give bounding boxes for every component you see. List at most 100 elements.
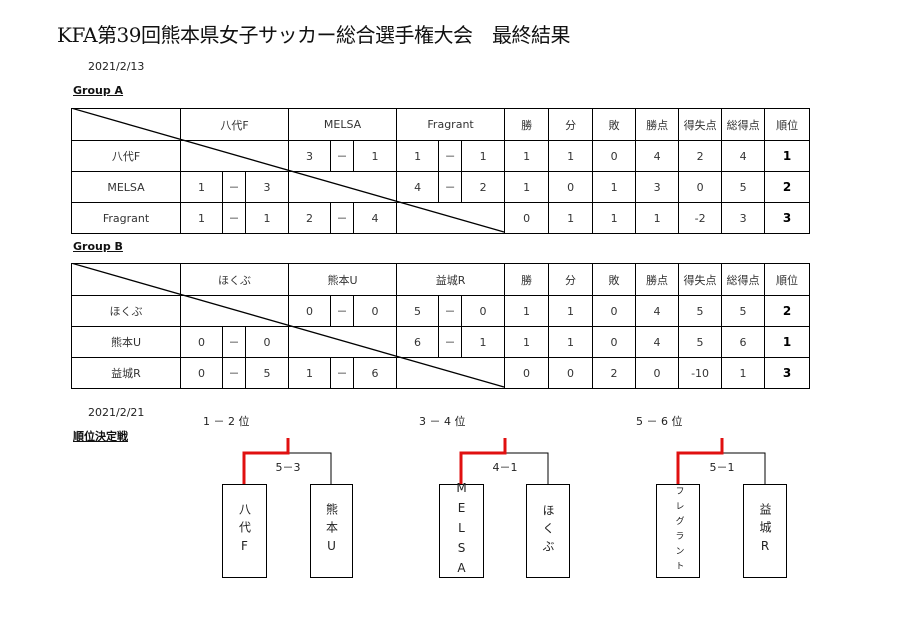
group-a-label: Group A (73, 84, 124, 97)
stat-rank: 1 (764, 140, 811, 172)
score-away: 0 (461, 295, 506, 327)
diagonal-cell (396, 357, 506, 389)
league-date: 2021/2/13 (88, 60, 145, 73)
team-name: MELSA (454, 481, 469, 581)
team-header: MELSA (288, 108, 398, 141)
stat-header-points: 勝点 (635, 263, 680, 296)
corner-cell (71, 108, 181, 141)
stat-rank: 3 (764, 202, 811, 234)
stat-losses: 2 (592, 357, 637, 389)
score-separator: － (330, 357, 355, 389)
stat-header-rank: 順位 (764, 263, 811, 296)
stat-draws: 0 (548, 357, 594, 389)
score-home: 0 (288, 295, 332, 327)
team-name: 熊本U (324, 503, 339, 559)
table-row: MELSA 1 － 3 4 － 2 1 0 1 3 0 5 2 (71, 171, 811, 203)
score-away: 1 (244, 202, 290, 234)
stat-draws: 1 (548, 326, 594, 358)
stat-goal-diff: -10 (678, 357, 723, 389)
score-away: 0 (244, 326, 290, 358)
score-home: 1 (396, 140, 440, 172)
bracket-3-label: 5 － 6 位 (636, 415, 683, 428)
table-row: Fragrant 1 － 1 2 － 4 0 1 1 1 -2 3 3 (71, 202, 811, 234)
stat-losses: 0 (592, 295, 637, 327)
stat-points: 4 (635, 326, 680, 358)
bracket-3-score: 5－1 (709, 461, 735, 474)
diagonal-cell (288, 171, 398, 203)
stat-wins: 1 (504, 140, 550, 172)
score-away: 5 (244, 357, 290, 389)
stat-draws: 0 (548, 171, 594, 203)
stat-points: 3 (635, 171, 680, 203)
score-away: 2 (461, 171, 506, 203)
bracket-2-right-team-box: ほくぶ (526, 484, 570, 578)
stat-losses: 0 (592, 140, 637, 172)
bracket-3-right-team-box: 益城R (743, 484, 787, 578)
team-name: フレグラント (673, 486, 684, 576)
diagonal-cell (179, 140, 290, 172)
score-away: 1 (353, 140, 398, 172)
stat-wins: 1 (504, 295, 550, 327)
table-header-row: 八代F MELSA Fragrant 勝 分 敗 勝点 得失点 総得点 順位 (71, 108, 811, 141)
table-header-row: ほくぶ 熊本U 益城R 勝 分 敗 勝点 得失点 総得点 順位 (71, 263, 811, 296)
score-home: 1 (288, 357, 332, 389)
team-header: ほくぶ (179, 263, 290, 296)
diagonal-cell (396, 202, 506, 234)
stat-wins: 1 (504, 171, 550, 203)
score-separator: － (222, 171, 246, 203)
score-home: 0 (180, 326, 223, 358)
row-team-name: ほくぶ (71, 295, 181, 327)
stat-losses: 1 (592, 171, 637, 203)
stat-draws: 1 (548, 140, 594, 172)
score-home: 3 (288, 140, 332, 172)
score-separator: － (222, 202, 246, 234)
bracket-2-left-team-box: MELSA (439, 481, 484, 581)
row-team-name: 熊本U (71, 326, 181, 358)
stat-points: 0 (635, 357, 680, 389)
diagonal-cell (288, 326, 398, 358)
team-header: Fragrant (396, 108, 506, 141)
stat-header-draws: 分 (548, 263, 594, 296)
score-away: 4 (353, 202, 398, 234)
stat-goals-for: 1 (721, 357, 766, 389)
stat-wins: 1 (504, 326, 550, 358)
stat-header-goal-diff: 得失点 (678, 263, 723, 296)
stat-goal-diff: 0 (678, 171, 723, 203)
table-row: 八代F 3 － 1 1 － 1 1 1 0 4 2 4 1 (71, 140, 811, 172)
stat-draws: 1 (548, 202, 594, 234)
team-header: 八代F (179, 108, 290, 141)
stat-header-wins: 勝 (504, 108, 550, 141)
score-away: 1 (461, 140, 506, 172)
score-home: 1 (180, 202, 223, 234)
stat-goal-diff: -2 (678, 202, 723, 234)
stat-goals-for: 4 (721, 140, 766, 172)
team-name: 八代F (237, 503, 252, 559)
stat-wins: 0 (504, 202, 550, 234)
diagonal-cell (179, 295, 290, 327)
row-team-name: Fragrant (71, 202, 181, 234)
stat-header-draws: 分 (548, 108, 594, 141)
stat-goals-for: 6 (721, 326, 766, 358)
table-row: 益城R 0 － 5 1 － 6 0 0 2 0 -10 1 3 (71, 357, 811, 389)
score-separator: － (330, 140, 355, 172)
score-separator: － (438, 171, 463, 203)
stat-rank: 1 (764, 326, 811, 358)
stat-header-losses: 敗 (592, 108, 637, 141)
corner-cell (71, 263, 181, 296)
bracket-2-score: 4－1 (492, 461, 518, 474)
stat-points: 1 (635, 202, 680, 234)
score-home: 5 (396, 295, 440, 327)
stat-header-goals-for: 総得点 (721, 263, 766, 296)
score-separator: － (438, 326, 463, 358)
score-home: 0 (180, 357, 223, 389)
stat-goals-for: 5 (721, 171, 766, 203)
team-header: 益城R (396, 263, 506, 296)
score-separator: － (330, 202, 355, 234)
stat-goals-for: 3 (721, 202, 766, 234)
stat-rank: 2 (764, 171, 811, 203)
stat-points: 4 (635, 295, 680, 327)
row-team-name: 益城R (71, 357, 181, 389)
stat-header-points: 勝点 (635, 108, 680, 141)
stat-losses: 1 (592, 202, 637, 234)
bracket-1-label: 1 － 2 位 (203, 415, 250, 428)
